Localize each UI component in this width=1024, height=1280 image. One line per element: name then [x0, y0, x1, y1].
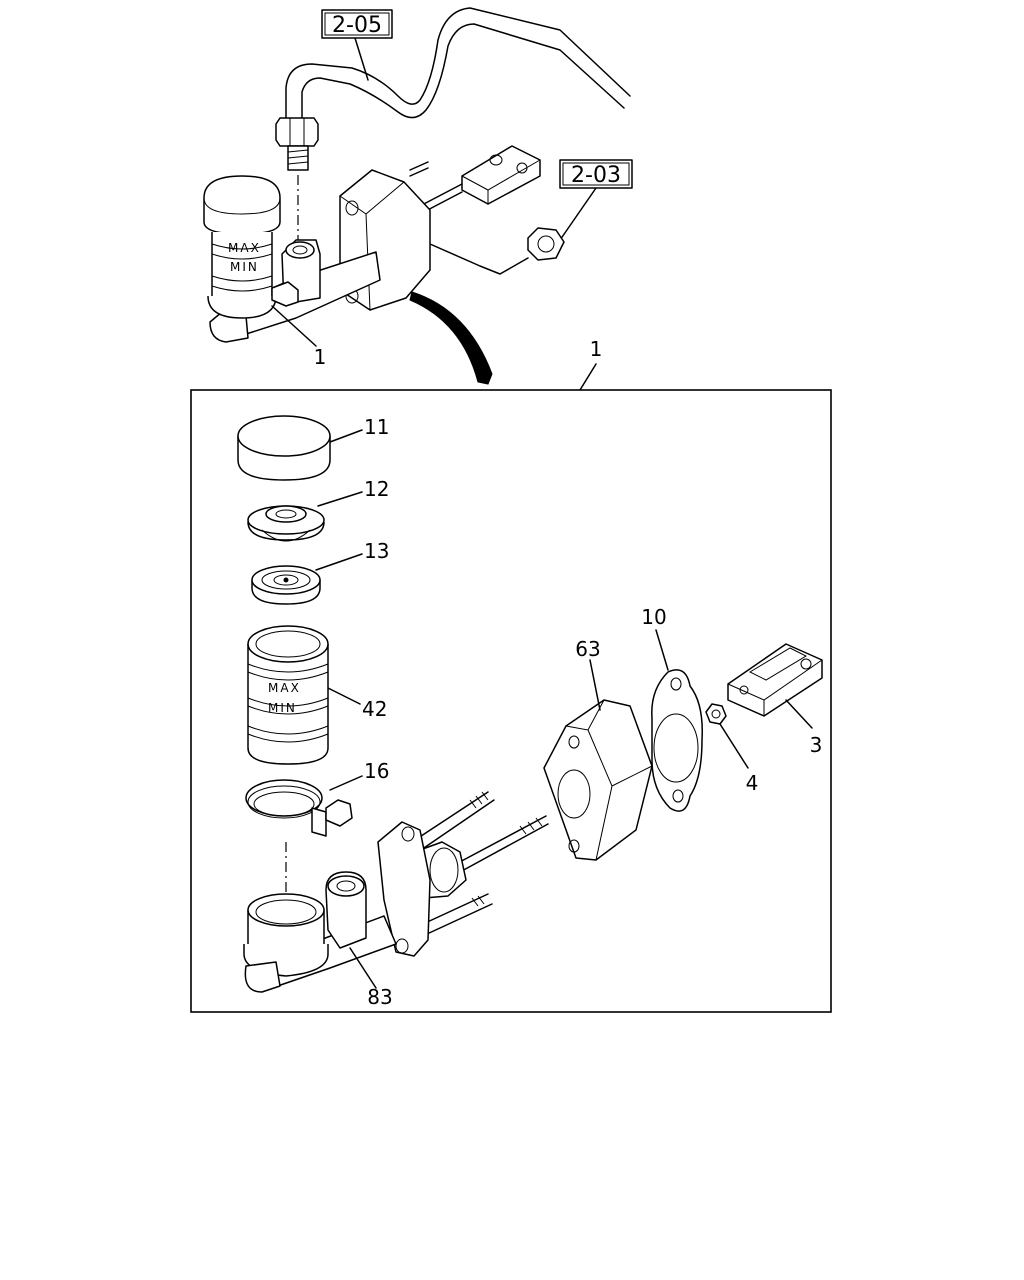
callout-clevis: 3: [810, 733, 823, 757]
callout-diaphragm: 12: [364, 477, 389, 501]
part-spacer: 63: [543, 637, 653, 861]
callout-spacer: 63: [575, 637, 600, 661]
part-cap: 11: [237, 415, 389, 481]
max-emboss-top: MAX: [228, 241, 261, 255]
cylinder-body-overview: [209, 169, 431, 343]
part-nut: 4: [705, 703, 759, 795]
reference-box-2-05: 2-05: [321, 9, 393, 81]
part-clamp: 16: [245, 759, 389, 900]
max-emboss: MAX: [268, 681, 301, 695]
part-diaphragm: 12: [247, 477, 389, 542]
part-reservoir: MAX MIN 42: [247, 625, 387, 765]
min-emboss-top: MIN: [230, 260, 259, 274]
part-cylinder-body: 83: [243, 791, 549, 1009]
explode-arrow: [409, 291, 493, 385]
reference-box-2-03: 2-03: [559, 159, 633, 241]
brake-pipe: [275, 7, 631, 240]
callout-clamp: 16: [364, 759, 389, 783]
min-emboss: MIN: [268, 701, 297, 715]
leader-assembly-top: [271, 305, 317, 347]
callout-assembly-top: 1: [314, 345, 327, 369]
callout-seal-plate: 13: [364, 539, 389, 563]
callout-cylinder-body: 83: [367, 985, 392, 1009]
reservoir-overview: MAX MIN: [203, 175, 299, 319]
reference-label-2-05: 2-05: [332, 13, 382, 38]
callout-assembly-box: 1: [590, 337, 603, 361]
assembly-overview: 2-05 2-03: [203, 7, 633, 385]
part-clevis: 3: [727, 643, 823, 757]
callout-reservoir: 42: [362, 697, 387, 721]
callout-nut: 4: [746, 771, 759, 795]
clevis-overview: [409, 145, 565, 275]
part-gasket: 10: [641, 605, 703, 812]
part-seal-plate: 13: [251, 539, 389, 605]
leader-assembly-box: [579, 363, 597, 391]
exploded-view-frame: [190, 389, 832, 1013]
callout-cap: 11: [364, 415, 389, 439]
callout-gasket: 10: [641, 605, 666, 629]
reference-label-2-03: 2-03: [571, 163, 621, 188]
